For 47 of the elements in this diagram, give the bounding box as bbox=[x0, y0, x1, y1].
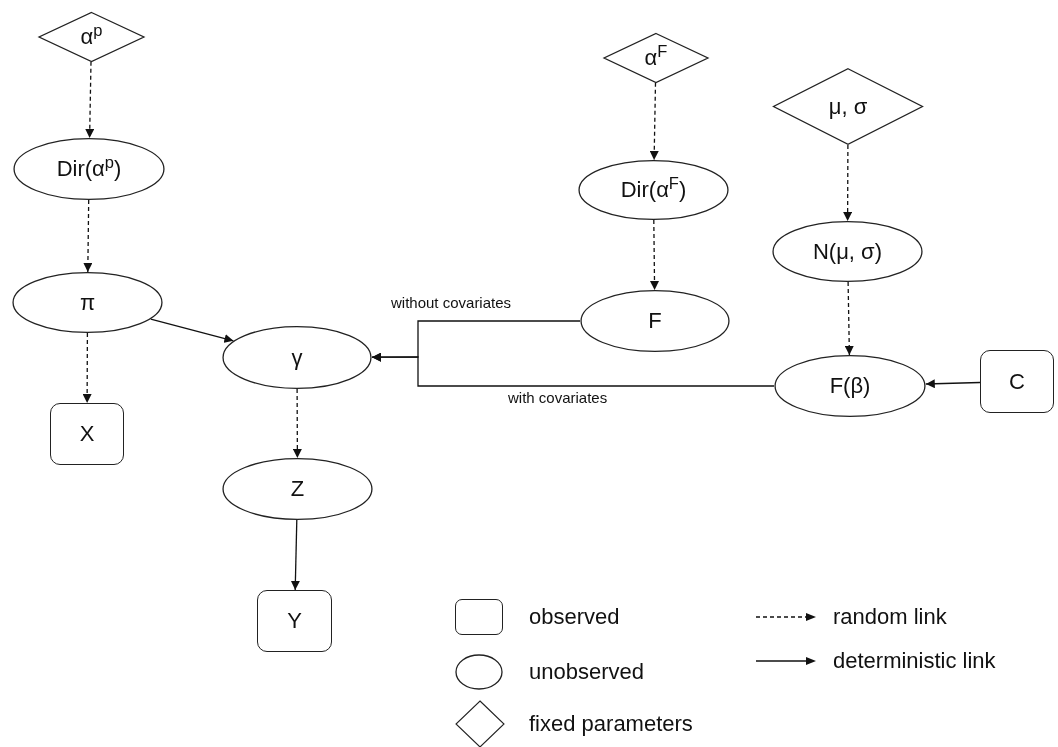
edge-label: without covariates bbox=[391, 295, 512, 310]
dashed-arrow bbox=[83, 199, 93, 273]
dashed-arrow bbox=[650, 219, 659, 291]
unobserved-ellipse bbox=[578, 160, 729, 220]
unobserved-ellipse bbox=[774, 355, 926, 417]
node-label: α$^{p}$ bbox=[80, 26, 103, 48]
node-label: Z bbox=[290, 478, 305, 500]
parameter-diamond bbox=[772, 68, 924, 145]
unobserved-ellipse bbox=[12, 272, 163, 333]
unobserved-ellipse bbox=[13, 138, 165, 200]
observed-box bbox=[257, 590, 332, 652]
legend-label: fixed parameters bbox=[529, 713, 693, 735]
node-label: μ, σ bbox=[828, 95, 868, 118]
node-label: γ bbox=[291, 346, 303, 369]
node-label: N(μ, σ) bbox=[813, 240, 882, 263]
unobserved-ellipse bbox=[222, 458, 373, 520]
arrow bbox=[925, 379, 981, 389]
unobserved-ellipse bbox=[772, 221, 923, 282]
observed-box bbox=[980, 350, 1054, 413]
arrow bbox=[150, 318, 235, 343]
unobserved-ellipse bbox=[222, 326, 372, 389]
edge-label: with covariates bbox=[508, 390, 608, 405]
parameter-diamond bbox=[603, 33, 709, 83]
dashed-arrow bbox=[82, 332, 92, 404]
node-label: Dir(α$^{p}$) bbox=[56, 158, 122, 180]
node-label: Dir(α$^{F}$) bbox=[620, 179, 687, 201]
node-label: Y bbox=[287, 610, 302, 632]
dashed-arrow bbox=[85, 61, 95, 139]
node-label: α$^{F}$ bbox=[644, 47, 668, 69]
arrow bbox=[371, 352, 775, 387]
node-label: F(β) bbox=[829, 375, 871, 397]
dashed-arrow bbox=[649, 82, 659, 161]
node-label: π bbox=[79, 291, 96, 314]
node-label: X bbox=[79, 423, 95, 445]
legend-label: unobserved bbox=[529, 661, 644, 683]
parameter-diamond bbox=[38, 12, 145, 62]
arrow bbox=[290, 519, 300, 591]
unobserved-ellipse bbox=[580, 290, 730, 352]
node-label: F bbox=[648, 310, 662, 332]
dashed-arrow bbox=[292, 388, 302, 459]
node-label: C bbox=[1009, 370, 1025, 393]
legend-label: observed bbox=[529, 606, 620, 628]
dashed-arrow bbox=[843, 144, 853, 222]
dashed-arrow bbox=[844, 281, 854, 356]
legend-label: deterministic link bbox=[833, 650, 996, 672]
legend-label: random link bbox=[833, 606, 947, 628]
observed-box bbox=[50, 403, 124, 465]
